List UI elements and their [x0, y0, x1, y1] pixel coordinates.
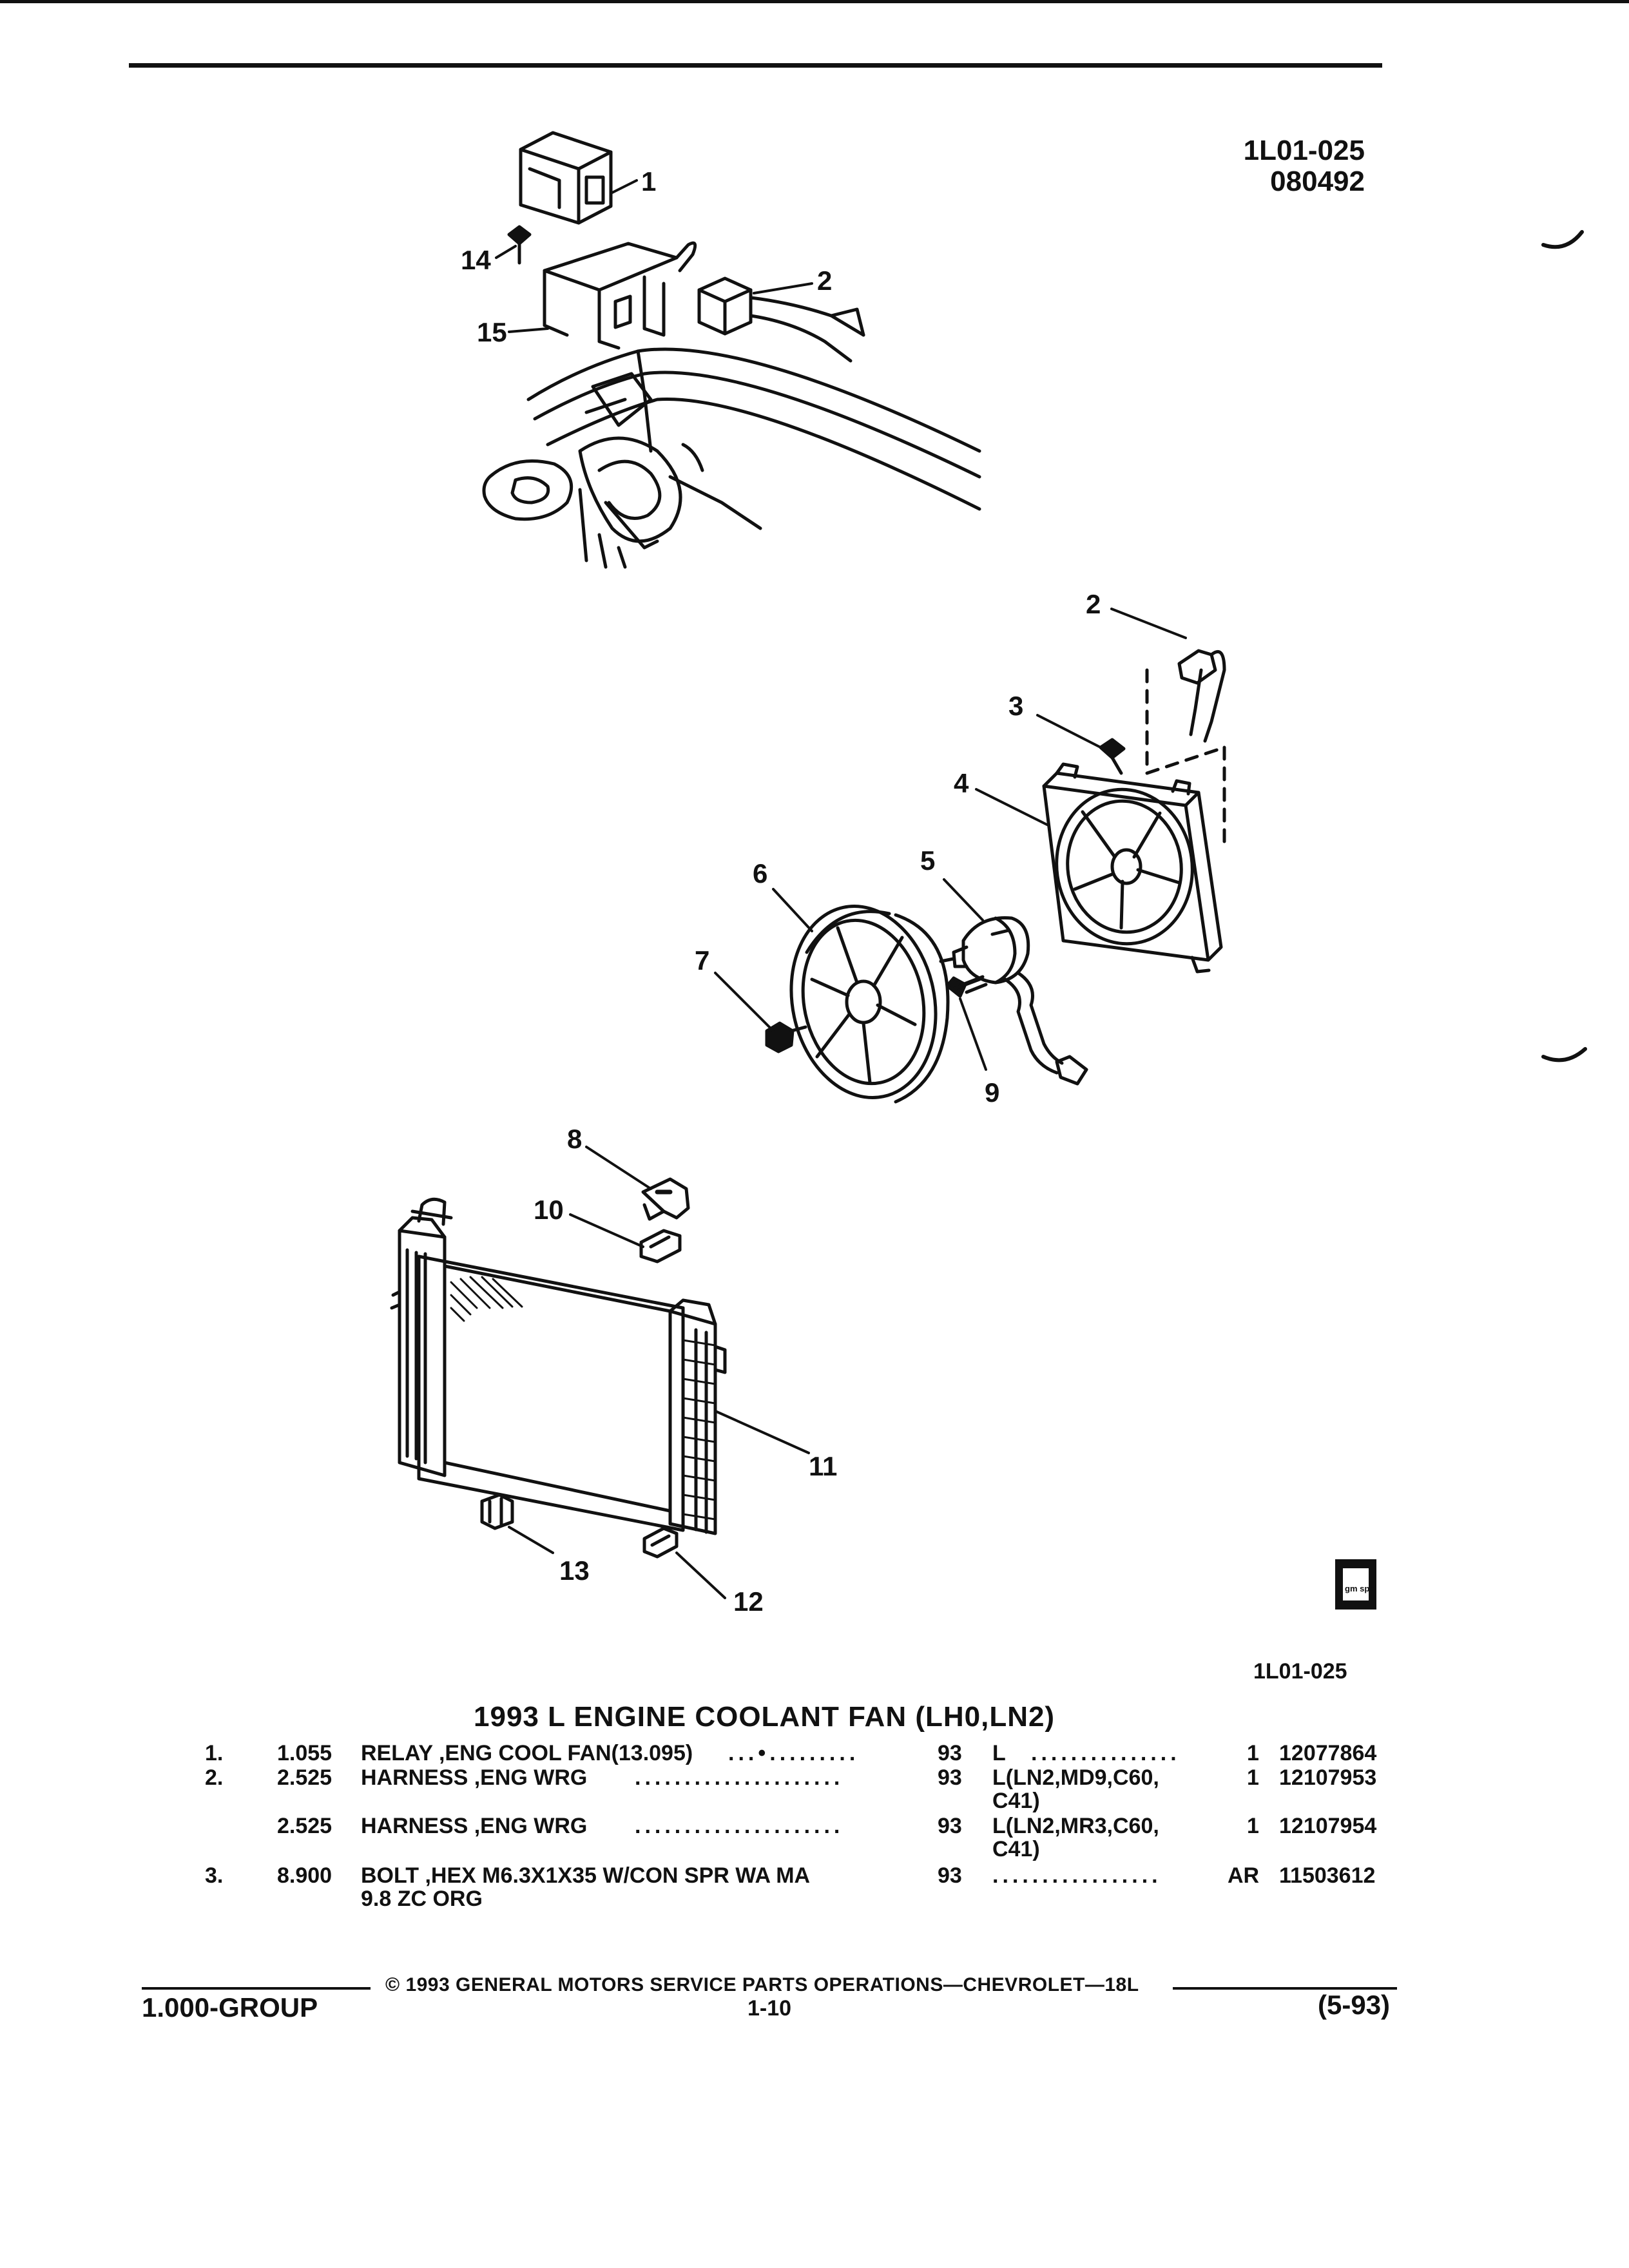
callout-2-fan: 2: [1086, 589, 1101, 619]
model-year: 93: [938, 1814, 962, 1838]
description-leader: .....................: [635, 1814, 844, 1838]
quantity: 1: [1247, 1741, 1259, 1765]
part-description: HARNESS ,ENG WRG: [361, 1814, 588, 1838]
group-number: 1.055: [277, 1741, 333, 1765]
item-number: 2.: [205, 1765, 224, 1790]
model-year: 93: [938, 1765, 962, 1790]
part-description: RELAY ,ENG COOL FAN(13.095): [361, 1741, 693, 1765]
fan-shroud-assembly: [1042, 649, 1226, 974]
part-description: HARNESS ,ENG WRG: [361, 1765, 588, 1790]
description-leader: ...•.........: [728, 1741, 860, 1765]
parts-row: 2.525 HARNESS ,ENG WRG .................…: [0, 1814, 1629, 1865]
parts-row: 2. 2.525 HARNESS ,ENG WRG ..............…: [0, 1765, 1629, 1817]
group-number: 2.525: [277, 1814, 333, 1838]
quantity: AR: [1228, 1863, 1260, 1888]
model-year: 93: [938, 1741, 962, 1765]
page-number: 1-10: [747, 1996, 792, 2021]
illustration-code: 1L01-025: [1243, 135, 1365, 166]
radiator-assembly: [390, 1177, 727, 1535]
footer-rule-left: [142, 1987, 371, 1990]
group-number: 8.900: [277, 1863, 333, 1888]
usage-code: L: [992, 1741, 1006, 1765]
callout-2-upper: 2: [817, 265, 832, 296]
part-number: 12107953: [1279, 1765, 1377, 1790]
revision-code: (5-93): [1318, 1990, 1391, 2020]
date-code: 080492: [1270, 166, 1365, 197]
engine-compartment-lines: [482, 347, 981, 569]
callout-1: 1: [641, 166, 656, 197]
svg-text:gm spo: gm spo: [1345, 1584, 1374, 1593]
part-number: 11503612: [1279, 1863, 1376, 1888]
section-illustration-ref: 1L01-025: [1253, 1659, 1347, 1684]
radiator-fins: [450, 1276, 717, 1521]
callout-11: 11: [809, 1451, 837, 1481]
radiator-mounts: [480, 1493, 679, 1559]
callout-13: 13: [559, 1555, 590, 1586]
callout-15: 15: [477, 317, 507, 347]
item-number: 3.: [205, 1863, 224, 1888]
fan-motor: [939, 916, 1088, 1086]
description-leader: .....................: [635, 1765, 844, 1790]
callout-leaders: [495, 179, 1187, 1599]
callout-6: 6: [753, 858, 767, 889]
quantity: 1: [1247, 1814, 1259, 1838]
usage-code-continued: C41): [992, 1837, 1040, 1861]
usage-leader: .................: [992, 1863, 1162, 1888]
top-edge-rule: [0, 0, 1629, 3]
parts-row: 1. 1.055 RELAY ,ENG COOL FAN(13.095) ...…: [0, 1741, 1629, 1792]
callout-7: 7: [695, 945, 709, 975]
parts-row: 3. 8.900 BOLT ,HEX M6.3X1X35 W/CON SPR W…: [0, 1863, 1629, 1915]
header-codes: 1L01-025 080492: [1244, 135, 1365, 197]
exploded-parts-diagram: 1 14 2 15 2 3 4 5 6 7 9 8 10 11 13 12 gm…: [390, 131, 1587, 1617]
callout-5: 5: [920, 845, 935, 876]
group-label: 1.000-GROUP: [142, 1992, 318, 2023]
part-description: BOLT ,HEX M6.3X1X35 W/CON SPR WA MA: [361, 1863, 811, 1888]
callout-9: 9: [985, 1077, 999, 1108]
copyright-notice: © 1993 GENERAL MOTORS SERVICE PARTS OPER…: [385, 1974, 1139, 1995]
usage-code: L(LN2,MR3,C60,: [992, 1814, 1159, 1838]
item-number: 1.: [205, 1741, 224, 1765]
usage-code-continued: C41): [992, 1789, 1040, 1813]
callout-3: 3: [1008, 691, 1023, 721]
part-number: 12077864: [1279, 1741, 1377, 1765]
usage-leader: ...............: [1031, 1741, 1181, 1765]
relay-bracket-assembly: [507, 131, 865, 363]
model-year: 93: [938, 1863, 962, 1888]
quantity: 1: [1247, 1765, 1259, 1790]
footer-rule-right: [1173, 1987, 1397, 1990]
part-number: 12107954: [1279, 1814, 1377, 1838]
callout-10: 10: [534, 1195, 564, 1225]
callout-12: 12: [733, 1586, 764, 1617]
fan-blade: [765, 905, 950, 1104]
callout-4: 4: [954, 768, 969, 798]
callout-14: 14: [461, 245, 491, 275]
part-description-continued: 9.8 ZC ORG: [361, 1887, 483, 1911]
gm-spo-logo-icon: gm spo: [1335, 1559, 1376, 1610]
group-number: 2.525: [277, 1765, 333, 1790]
section-title: 1993 L ENGINE COOLANT FAN (LH0,LN2): [474, 1701, 1055, 1733]
usage-code: L(LN2,MD9,C60,: [992, 1765, 1159, 1790]
callout-8: 8: [567, 1124, 582, 1154]
header-rule: [129, 63, 1382, 68]
